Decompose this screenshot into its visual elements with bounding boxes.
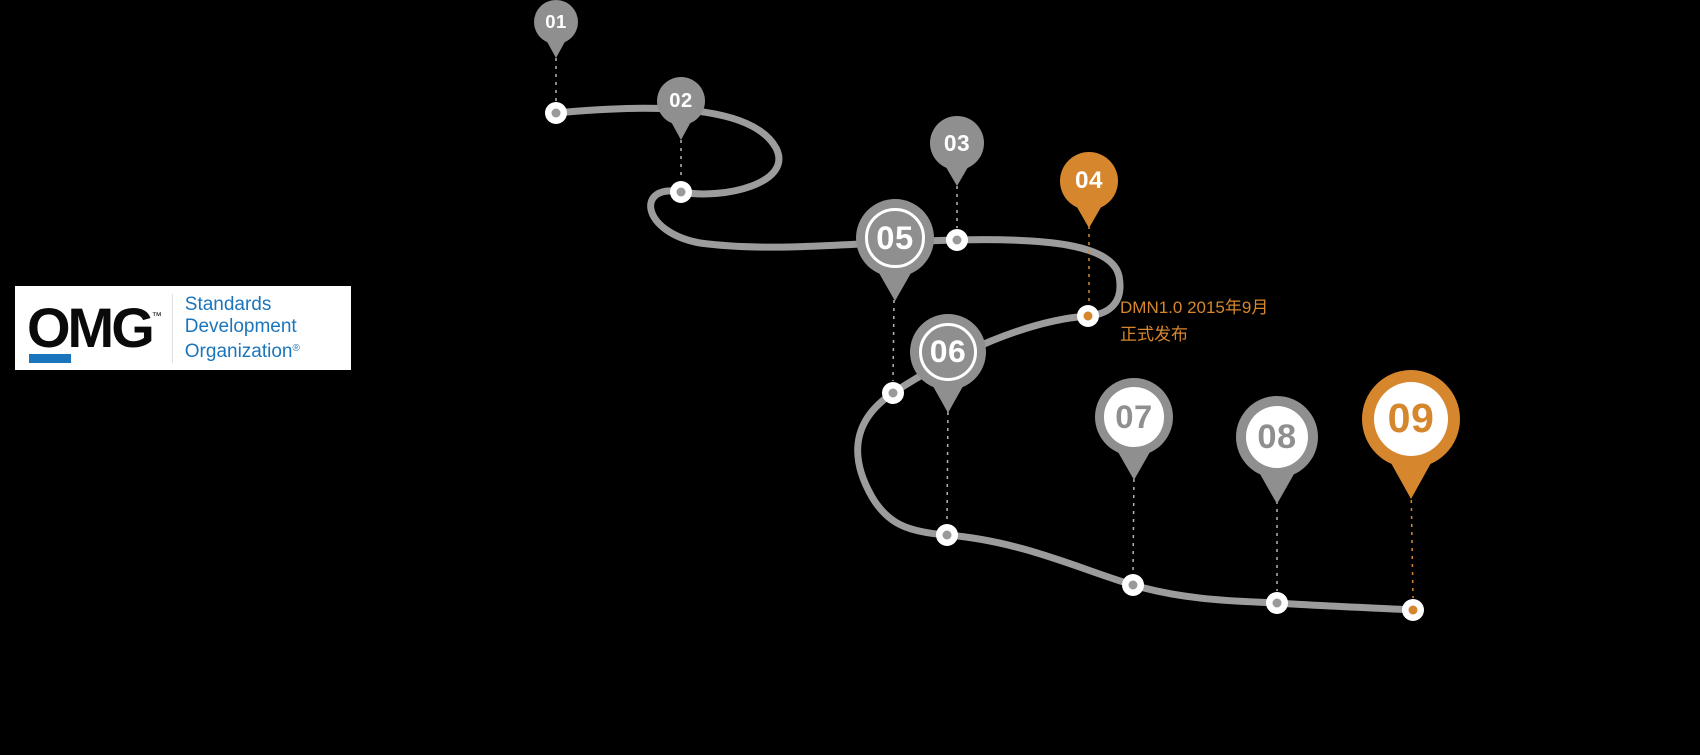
pin-02-number: 02 xyxy=(669,89,693,112)
tagline-line-1: Standards xyxy=(184,293,272,315)
trademark-symbol: ™ xyxy=(151,311,162,322)
pin-07-marker-icon: 07 xyxy=(1095,378,1173,456)
pin-05-marker-icon: 05 xyxy=(856,199,934,277)
pin-02-marker-icon: 02 xyxy=(657,77,705,125)
tagline-line-3: Organization® xyxy=(184,340,300,362)
path-node-03 xyxy=(946,229,968,251)
timeline-pin-01: 01 xyxy=(534,0,578,58)
timeline-pin-07: 07 xyxy=(1095,378,1173,481)
path-node-07 xyxy=(1122,574,1144,596)
pin-09-disc: 09 xyxy=(1373,381,1449,457)
pin-04-number: 04 xyxy=(1074,166,1104,194)
path-node-05 xyxy=(882,382,904,404)
logo-blue-bar xyxy=(29,354,71,363)
pin-05-ring: 05 xyxy=(865,208,925,268)
pin-08-disc: 08 xyxy=(1245,405,1309,469)
connector-06 xyxy=(946,403,949,524)
path-node-06 xyxy=(936,524,958,546)
registered-symbol: ® xyxy=(292,342,300,354)
timeline-pin-09: 09 xyxy=(1362,370,1460,500)
pin-09-number: 09 xyxy=(1387,395,1435,442)
omg-logo-card: OMG™ Standards Development Organization® xyxy=(15,286,351,370)
timeline-pin-06: 06 xyxy=(910,314,986,414)
connector-09 xyxy=(1410,483,1414,599)
pin-03-number: 03 xyxy=(943,129,971,156)
pin-06-ring: 06 xyxy=(919,323,977,381)
tagline-line-2: Development xyxy=(184,315,297,337)
timeline-pin-05: 05 xyxy=(856,199,934,302)
timeline-pin-02: 02 xyxy=(657,77,705,141)
path-node-02 xyxy=(670,181,692,203)
pin-04-marker-icon: 04 xyxy=(1060,152,1118,210)
path-node-04 xyxy=(1077,305,1099,327)
pin-01-marker-icon: 01 xyxy=(534,0,578,44)
pin-07-number: 07 xyxy=(1115,397,1153,435)
pin-03-marker-icon: 03 xyxy=(930,116,984,170)
pin-09-marker-icon: 09 xyxy=(1362,370,1460,468)
omg-logo: OMG™ xyxy=(15,286,172,370)
path-node-09 xyxy=(1402,599,1424,621)
path-node-01 xyxy=(545,102,567,124)
omg-wordmark: OMG™ xyxy=(27,296,162,359)
omg-tagline: Standards Development Organization® xyxy=(171,293,300,363)
pin-06-marker-icon: 06 xyxy=(910,314,986,390)
pin-08-number: 08 xyxy=(1257,417,1297,456)
timeline-pin-08: 08 xyxy=(1236,396,1318,504)
pin-06-number: 06 xyxy=(929,333,967,370)
timeline-pin-04: 04 xyxy=(1060,152,1118,228)
path-node-08 xyxy=(1266,592,1288,614)
pin-05-number: 05 xyxy=(876,218,914,256)
pin-01-number: 01 xyxy=(545,10,567,32)
pin-08-marker-icon: 08 xyxy=(1236,396,1318,478)
connector-07 xyxy=(1132,470,1135,574)
annotation-line-2: 正式发布 xyxy=(1120,325,1188,344)
annotation-line-1: DMN1.0 2015年9月 xyxy=(1120,298,1269,317)
connector-05 xyxy=(892,299,895,382)
milestone-annotation: DMN1.0 2015年9月 正式发布 xyxy=(1120,294,1268,348)
pin-07-disc: 07 xyxy=(1104,387,1164,447)
timeline-pin-03: 03 xyxy=(930,116,984,187)
